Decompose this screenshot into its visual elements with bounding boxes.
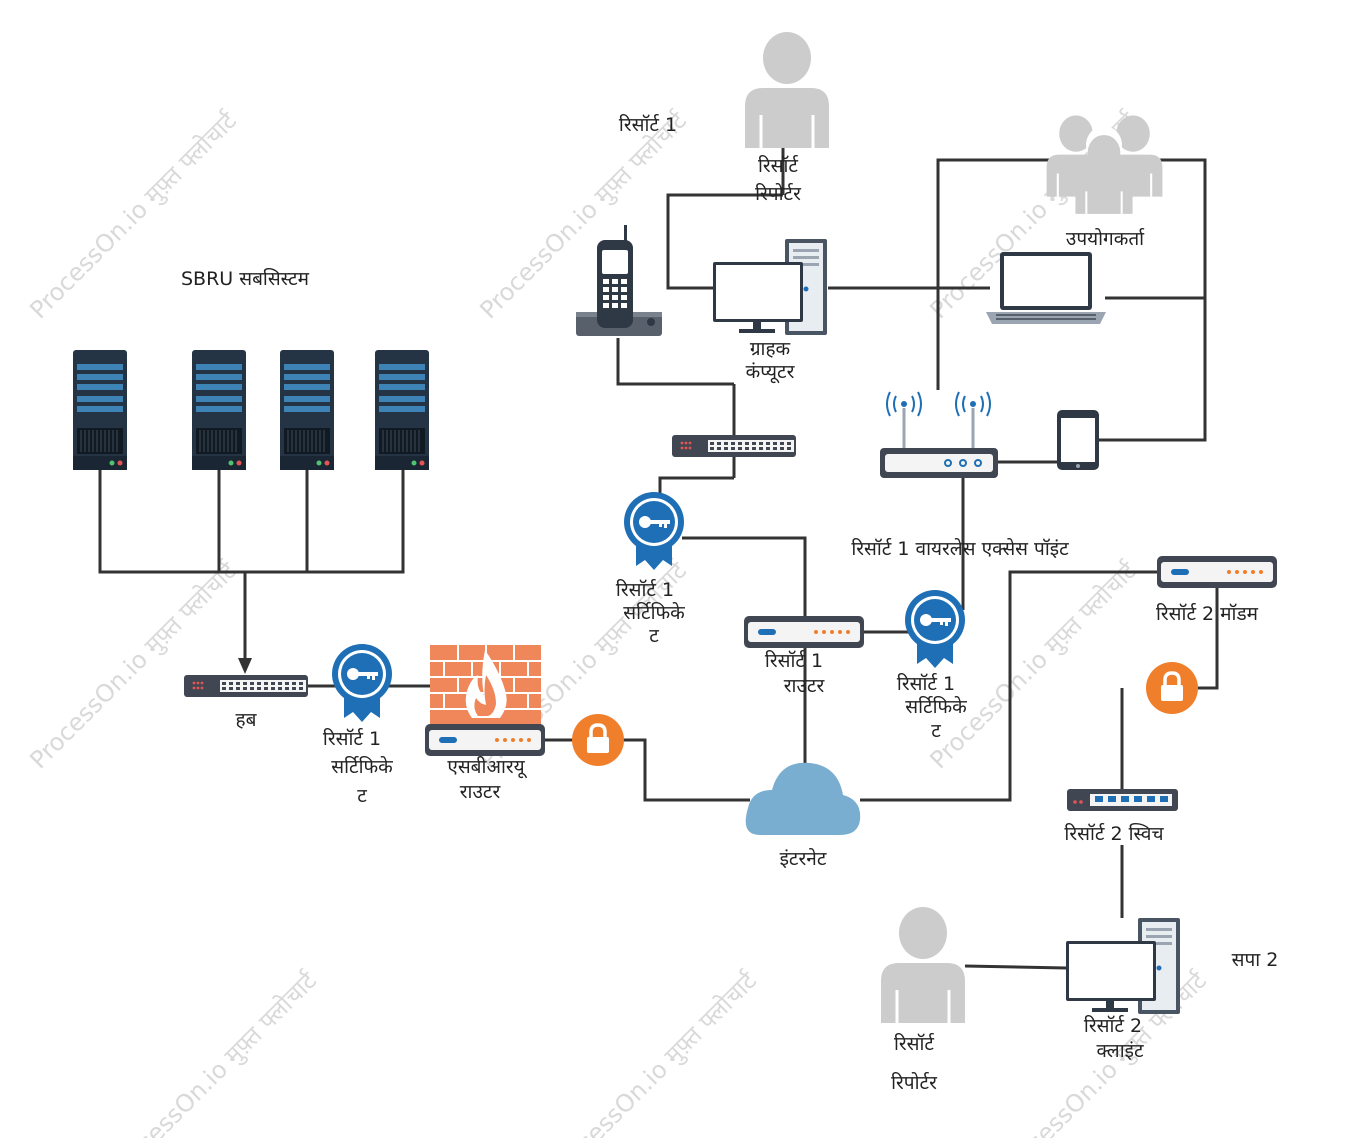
resort2-client-label: क्लाइंट [1096,1040,1143,1062]
watermark-text: ProcessOn.io मुफ़्त फ्लोचार्ट [24,106,243,325]
labels: रिसॉर्ट 1 रिसॉर्ट रिपोर्टर उपयोगकर्ता SB… [181,113,1278,1094]
server-2-icon [191,349,247,471]
resort1-wireless-access-point-label: रिसॉर्ट 1 वायरलेस एक्सेस पॉइंट [851,537,1069,560]
lock-icon [570,712,626,768]
resort1-certificate-label: ट [649,625,659,647]
cloud-icon [745,762,861,835]
resort1-certificate-label: रिसॉर्ट 1 [616,578,674,601]
watermark-text: ProcessOn.io मुफ़्त फ्लोचार्ट [924,556,1143,775]
sbru-router-icon [425,724,545,756]
sbru-router-label: राउटर [460,781,502,803]
wire-internet-to-modem [860,570,1160,802]
resort2-modem-label: रिसॉर्ट 2 मॉडम [1156,602,1259,625]
resort2-modem-icon [1157,556,1277,588]
resort-reporter-label: रिपोर्टर [891,1071,938,1094]
resort1-certificate-label: सर्टिफिके [623,601,685,624]
resort1-router-label: राउटर [784,675,826,697]
watermark-text: ProcessOn.io मुफ़्त फ्लोचार्ट [544,966,763,1138]
certificate-icon [624,492,684,570]
server-4-icon [374,349,430,471]
lock-icon [1144,660,1200,716]
wire-phone-to-switch [616,338,734,386]
desktop-computer-icon [1066,918,1180,1014]
watermark-text: ProcessOn.io मुफ़्त फ्लोचार्ट [24,556,243,775]
wireless-access-point-icon [880,391,998,478]
wire-users-right [1098,158,1207,442]
users-label: उपयोगकर्ता [1066,227,1145,250]
tablet-icon [1057,410,1099,470]
hub-label: हब [236,709,258,731]
switch-icon [672,435,796,457]
resort-reporter-label: रिसॉर्ट [894,1032,935,1055]
customer-computer-label: ग्राहक [750,338,791,360]
phone-icon [576,225,662,336]
resort1-certificate-label: रिसॉर्ट 1 [323,727,381,750]
watermark-text: ProcessOn.io मुफ़्त फ्लोचार्ट [474,106,693,325]
firewall-icon [430,645,541,725]
resort-reporter-label: रिपोर्टर [755,182,802,205]
arrow-head [238,658,252,674]
sbru-router-label: एसबीआरयू [447,755,527,779]
person-icon [743,30,831,150]
sp2-label: सपा 2 [1232,949,1279,971]
certificate-icon [332,644,392,722]
hub-icon [184,675,308,697]
server-1-icon [72,349,128,471]
resort2-client-label: रिसॉर्ट 2 [1084,1014,1142,1037]
resort1-label: रिसॉर्ट 1 [619,113,677,136]
person-icon [879,905,967,1025]
wire-reporter-to-client [964,964,1067,970]
wire-cert-to-router [682,536,807,616]
resort1-certificate-label: रिसॉर्ट 1 [897,672,955,695]
wire-reporter-to-pc [666,193,783,290]
desktop-computer-icon [713,239,827,335]
resort2-switch-label: रिसॉर्ट 2 स्विच [1064,822,1164,845]
wire-modem-to-lock [1198,588,1219,690]
resort1-certificate-label: सर्टिफिके [331,755,393,778]
wire-sbru-servers [98,470,405,574]
certificate-icon [905,590,965,668]
wire-users-left [936,158,1050,390]
resort1-certificate-label: ट [357,785,367,807]
customer-computer-label: कंप्यूटर [746,361,796,384]
resort1-certificate-label: सर्टिफिके [905,695,967,718]
laptop-icon [986,252,1106,324]
users-group-icon [1045,114,1164,215]
resort1-router-label: रिसॉर्ट 1 [765,649,823,672]
watermark-text: ProcessOn.io मुफ़्त फ्लोचार्ट [104,966,323,1138]
resort1-router-icon [744,616,864,648]
resort1-certificate-label: ट [931,720,941,742]
internet-label: इंटरनेट [780,847,827,870]
switch-icon [1067,789,1178,811]
server-3-icon [279,349,335,471]
sbru-subsystem-label: SBRU सबसिस्टम [181,267,310,290]
resort-reporter-label: रिसॉर्ट [758,154,799,177]
